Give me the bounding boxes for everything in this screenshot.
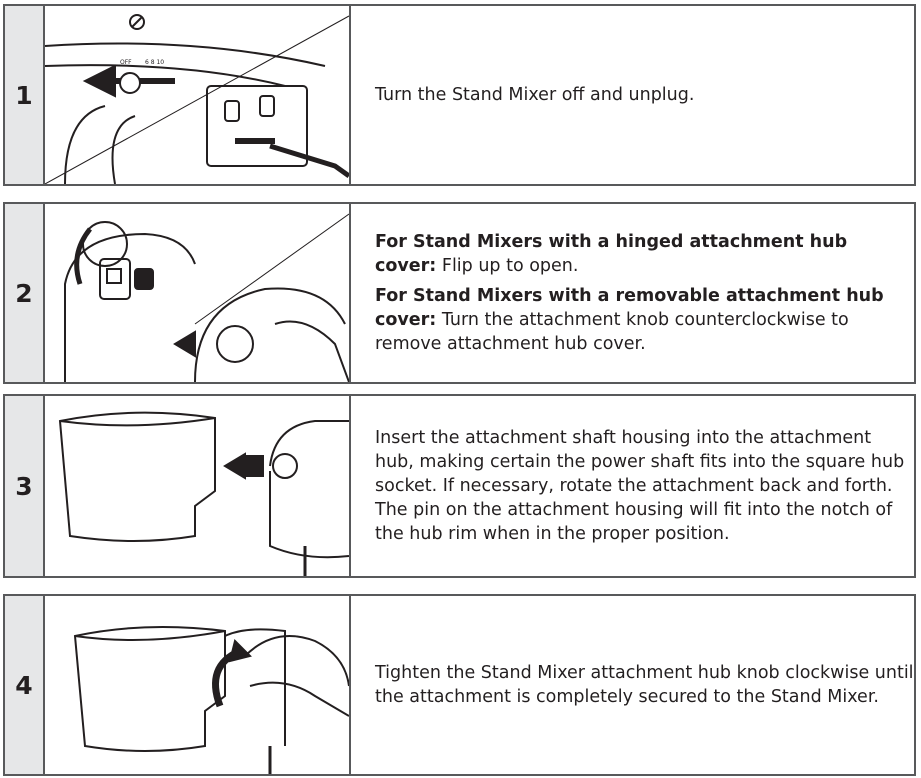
step-number: 3 xyxy=(5,396,45,576)
hinged-cover-text: Flip up to open. xyxy=(436,256,579,276)
illustration-open-hub-cover xyxy=(45,204,351,382)
illustration-tighten-knob xyxy=(45,596,351,774)
step-4: 4 Tighten the Stand Mixer attachment hub… xyxy=(3,594,916,776)
step-instruction: Tighten the Stand Mixer attachment hub k… xyxy=(375,663,914,707)
removable-cover-instruction: For Stand Mixers with a removable attach… xyxy=(375,284,914,356)
illustration-insert-attachment xyxy=(45,396,351,576)
step-text: Tighten the Stand Mixer attachment hub k… xyxy=(351,596,914,774)
hinged-cover-heading: For Stand Mixers with a hinged attachmen… xyxy=(375,232,848,276)
speed-label: OFF xyxy=(120,59,132,66)
step-number: 4 xyxy=(5,596,45,774)
step-1: 1 OFF 6 8 10 Turn the Stand Mixer off an… xyxy=(3,4,916,186)
removable-cover-heading: For Stand Mixers with a removable attach… xyxy=(375,286,884,330)
step-text: For Stand Mixers with a hinged attachmen… xyxy=(351,204,914,382)
step-2: 2 For Stand Mixers with a hinged attachm… xyxy=(3,202,916,384)
step-text: Turn the Stand Mixer off and unplug. xyxy=(351,6,914,184)
speed-marks: 6 8 10 xyxy=(145,59,164,66)
step-text: Insert the attachment shaft housing into… xyxy=(351,396,914,576)
removable-cover-text: Turn the attachment knob counterclockwis… xyxy=(375,310,849,354)
illustration-unplug-mixer: OFF 6 8 10 xyxy=(45,6,351,184)
hinged-cover-instruction: For Stand Mixers with a hinged attachmen… xyxy=(375,230,914,278)
step-instruction: Turn the Stand Mixer off and unplug. xyxy=(375,85,695,105)
step-number: 2 xyxy=(5,204,45,382)
step-number: 1 xyxy=(5,6,45,184)
step-instruction: Insert the attachment shaft housing into… xyxy=(375,428,905,544)
step-3: 3 Insert the attachment shaft housing in… xyxy=(3,394,916,578)
